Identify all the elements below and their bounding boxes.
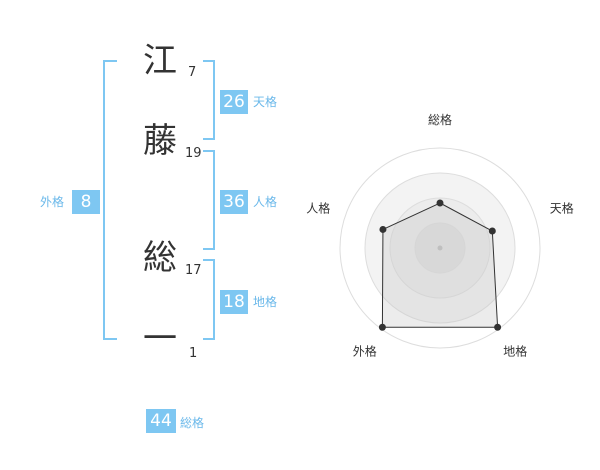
tenkaku-badge: 26 [220, 90, 248, 114]
radar-rings [339, 147, 541, 349]
tenkaku-bracket [203, 60, 215, 140]
name-char-1-strokes: 7 [188, 65, 197, 80]
radar-axis-label: 人格 [306, 200, 330, 215]
gaikaku-label: 外格 [40, 195, 65, 209]
jinkaku-bracket [203, 150, 215, 250]
radar-point-4 [378, 323, 386, 331]
name-char-3-strokes: 17 [185, 263, 202, 278]
radar-point-1 [436, 199, 444, 207]
radar-points [378, 199, 502, 331]
chikaku-bracket [203, 259, 215, 340]
name-char-4-strokes: 1 [189, 346, 198, 361]
radar-axis-label: 外格 [353, 344, 377, 359]
name-char-1: 江 [143, 41, 177, 81]
gaikaku-bracket [103, 60, 117, 340]
chikaku-label: 地格 [253, 295, 278, 309]
chikaku-badge: 18 [220, 290, 248, 314]
radar-axis-label: 地格 [503, 344, 527, 359]
soukaku-badge: 44 [146, 409, 176, 433]
tenkaku-label: 天格 [253, 95, 278, 109]
jinkaku-label: 人格 [253, 195, 278, 209]
gaikaku-badge: 8 [72, 190, 100, 214]
name-char-2: 藤 [143, 121, 177, 161]
radar-polygon [381, 202, 499, 328]
radar-point-3 [494, 323, 502, 331]
name-char-2-strokes: 19 [185, 146, 202, 161]
radar-point-2 [488, 227, 496, 235]
radar-point-5 [379, 225, 387, 233]
soukaku-label: 総格 [180, 416, 205, 430]
jinkaku-badge: 36 [220, 190, 248, 214]
radar-axis-label: 総格 [428, 112, 452, 127]
name-char-3: 総 [143, 238, 177, 278]
radar-center [437, 245, 443, 251]
radar-area [381, 202, 499, 328]
radar-axis-label: 天格 [550, 200, 574, 215]
name-char-4: 一 [143, 319, 177, 359]
